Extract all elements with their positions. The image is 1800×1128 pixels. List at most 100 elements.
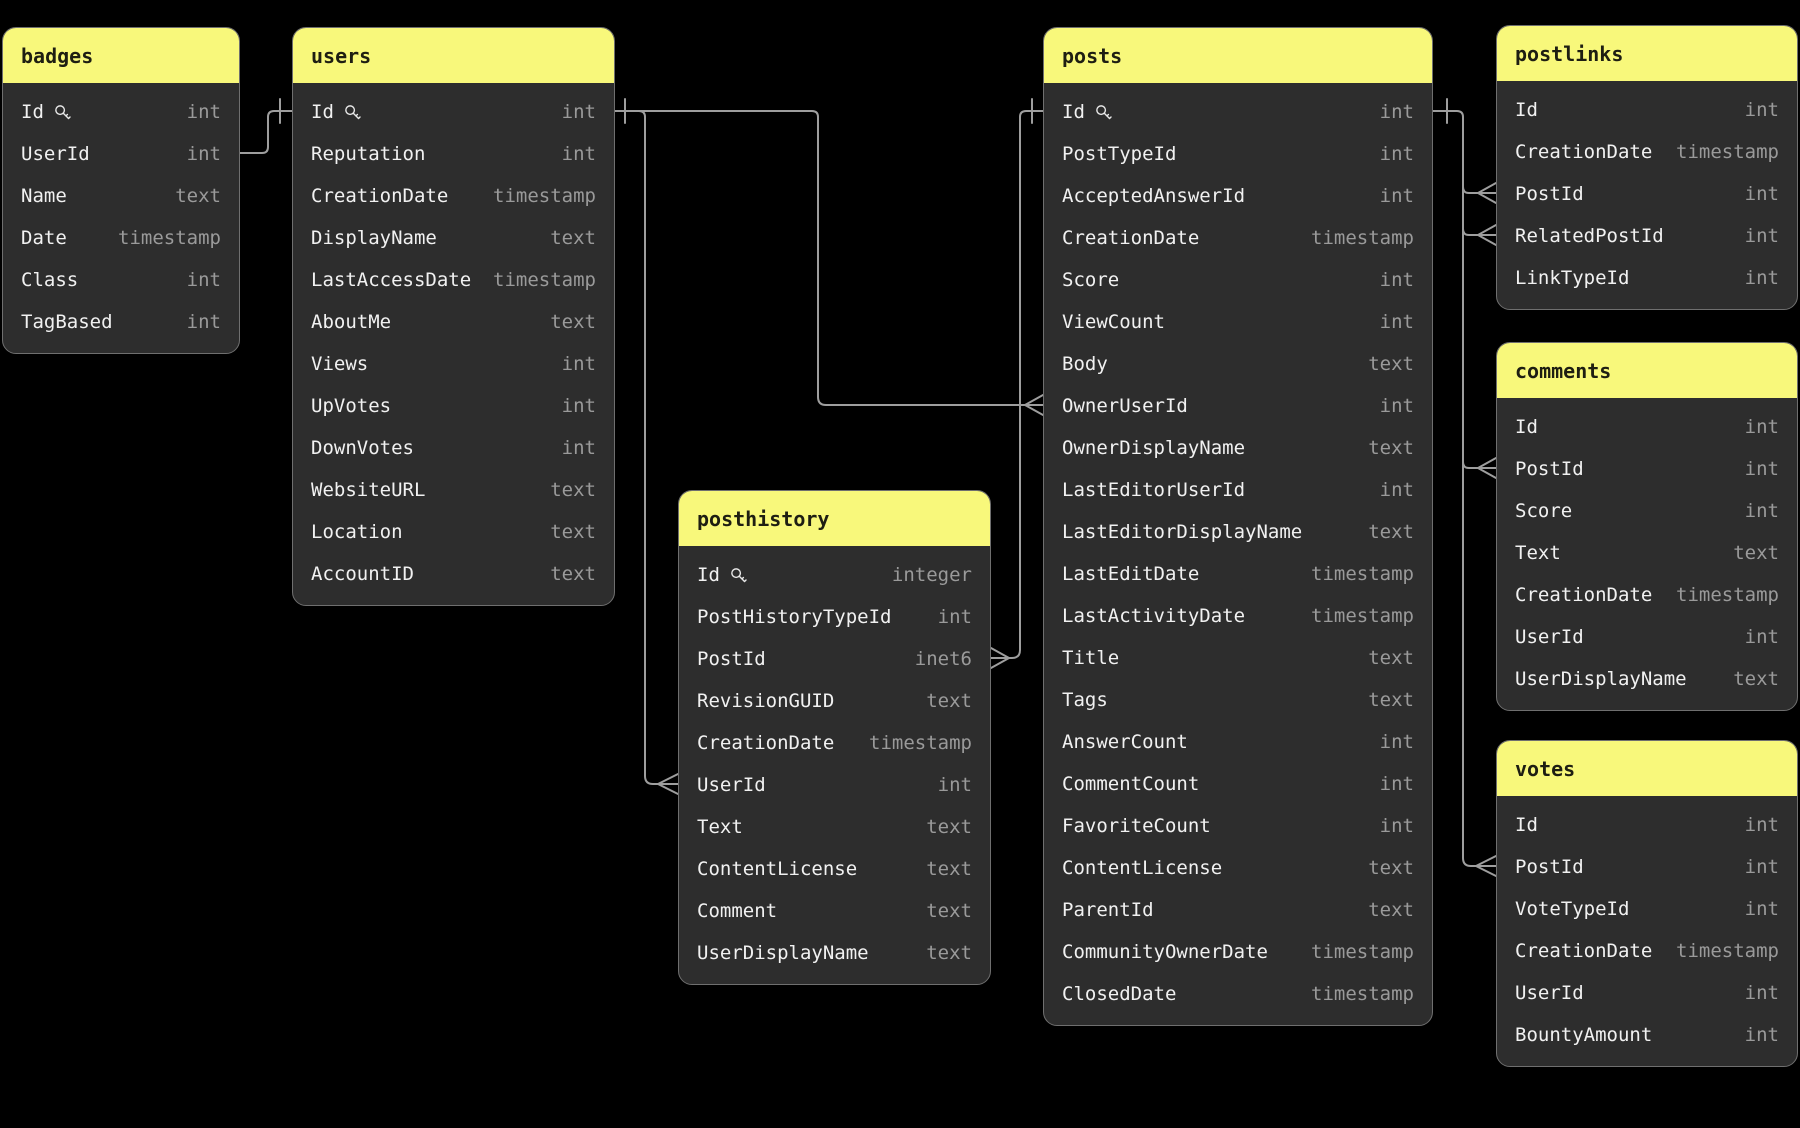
relationship-line-posts-id-votes-postid[interactable] xyxy=(1475,855,1497,877)
field-name: ContentLicense xyxy=(697,858,857,880)
relationship-line-badges-userid-users-id[interactable] xyxy=(239,98,293,154)
table-header-postlinks[interactable]: postlinks xyxy=(1497,26,1797,81)
table-header-badges[interactable]: badges xyxy=(3,28,239,83)
table-header-votes[interactable]: votes xyxy=(1497,741,1797,796)
relationship-line-posts-id-postlinks-relatedpostid[interactable] xyxy=(1462,224,1497,246)
table-header-posthistory[interactable]: posthistory xyxy=(679,491,990,546)
table-header-users[interactable]: users xyxy=(293,28,614,83)
table-header-posts[interactable]: posts xyxy=(1044,28,1432,83)
field-type: text xyxy=(1368,647,1414,669)
field-name: UserId xyxy=(1515,982,1584,1004)
relationship-line-posts-id-posthistory-postid[interactable] xyxy=(990,98,1044,669)
field-name-text: CommunityOwnerDate xyxy=(1062,941,1268,963)
relationship-line-users-id-posthistory-userid[interactable] xyxy=(614,98,679,795)
relationship-line-posts-id-comments-postid[interactable] xyxy=(1462,457,1497,479)
field-name-text: LastActivityDate xyxy=(1062,605,1246,627)
field-type: int xyxy=(1379,143,1414,165)
relationship-line-users-id-posts-owneruserid[interactable] xyxy=(614,110,1044,416)
relationship-line-posts-id-postlinks-postid[interactable] xyxy=(1432,98,1497,867)
field-type: int xyxy=(1379,101,1414,123)
table-header-comments[interactable]: comments xyxy=(1497,343,1797,398)
field-name-text: UserDisplayName xyxy=(697,942,869,964)
field-name-text: ParentId xyxy=(1062,899,1154,921)
